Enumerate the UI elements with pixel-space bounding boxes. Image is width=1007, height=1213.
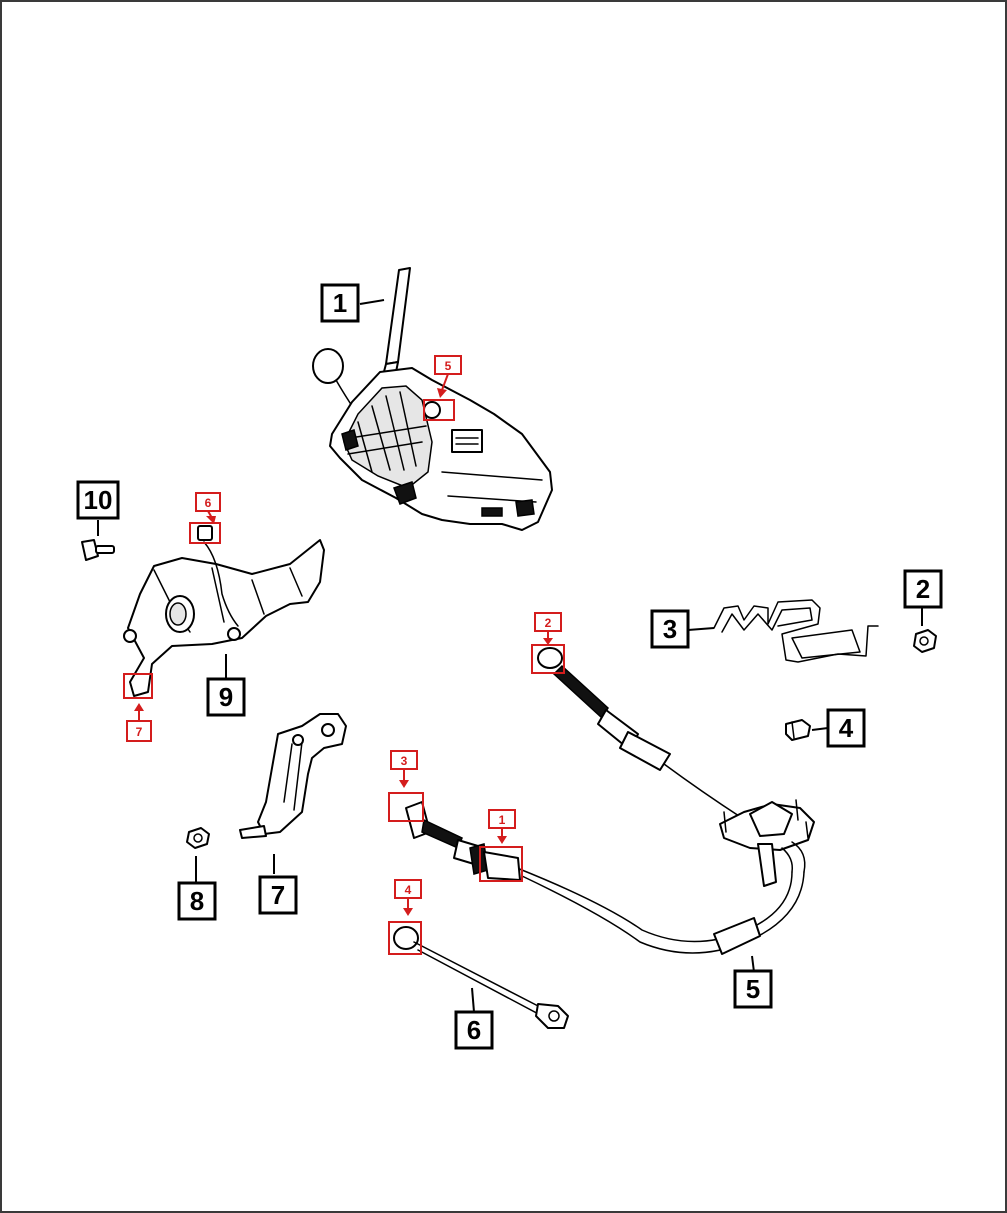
marker-5[interactable]: 5 — [423, 355, 462, 421]
shifter-assembly[interactable] — [312, 267, 553, 531]
callout-7: 7 — [258, 875, 298, 915]
leader-lines — [97, 299, 923, 1013]
svg-text:8: 8 — [190, 886, 204, 916]
marker-4[interactable]: 4 — [388, 879, 422, 955]
svg-text:7: 7 — [271, 880, 285, 910]
marker-6[interactable]: 6 — [189, 492, 221, 544]
nut-8[interactable] — [186, 827, 210, 849]
svg-text:3: 3 — [663, 614, 677, 644]
shifter-bracket[interactable] — [123, 525, 325, 697]
nut-4[interactable] — [785, 719, 811, 741]
svg-text:4: 4 — [839, 713, 854, 743]
marker-3[interactable]: 3 — [388, 750, 424, 822]
callout-1: 1 — [320, 283, 360, 323]
callout-4: 4 — [826, 708, 866, 748]
bolt[interactable] — [81, 539, 115, 561]
support-bracket[interactable] — [239, 713, 347, 839]
svg-text:9: 9 — [219, 682, 233, 712]
svg-text:3: 3 — [401, 754, 408, 768]
svg-text:10: 10 — [84, 485, 113, 515]
svg-text:4: 4 — [405, 883, 412, 897]
retainer-clip[interactable] — [713, 599, 879, 663]
svg-text:1: 1 — [499, 813, 506, 827]
svg-text:7: 7 — [136, 725, 143, 739]
svg-text:5: 5 — [445, 359, 452, 373]
svg-text:2: 2 — [916, 574, 930, 604]
marker-2[interactable]: 2 — [531, 612, 565, 674]
callout-5: 5 — [733, 969, 773, 1009]
svg-text:5: 5 — [746, 974, 760, 1004]
marker-1[interactable]: 1 — [479, 809, 523, 882]
link-rod[interactable] — [393, 926, 569, 1029]
callout-2: 2 — [903, 569, 943, 609]
svg-text:6: 6 — [467, 1015, 481, 1045]
callout-3: 3 — [650, 609, 690, 649]
marker-7[interactable]: 7 — [123, 673, 153, 742]
callout-10: 10 — [76, 480, 120, 520]
svg-text:2: 2 — [545, 616, 552, 630]
nut-2[interactable] — [913, 629, 937, 653]
callout-6: 6 — [454, 1010, 494, 1050]
svg-text:6: 6 — [205, 496, 212, 510]
shift-cable[interactable] — [405, 647, 815, 955]
callout-8: 8 — [177, 881, 217, 921]
callout-9: 9 — [206, 677, 246, 717]
svg-text:1: 1 — [333, 288, 347, 318]
